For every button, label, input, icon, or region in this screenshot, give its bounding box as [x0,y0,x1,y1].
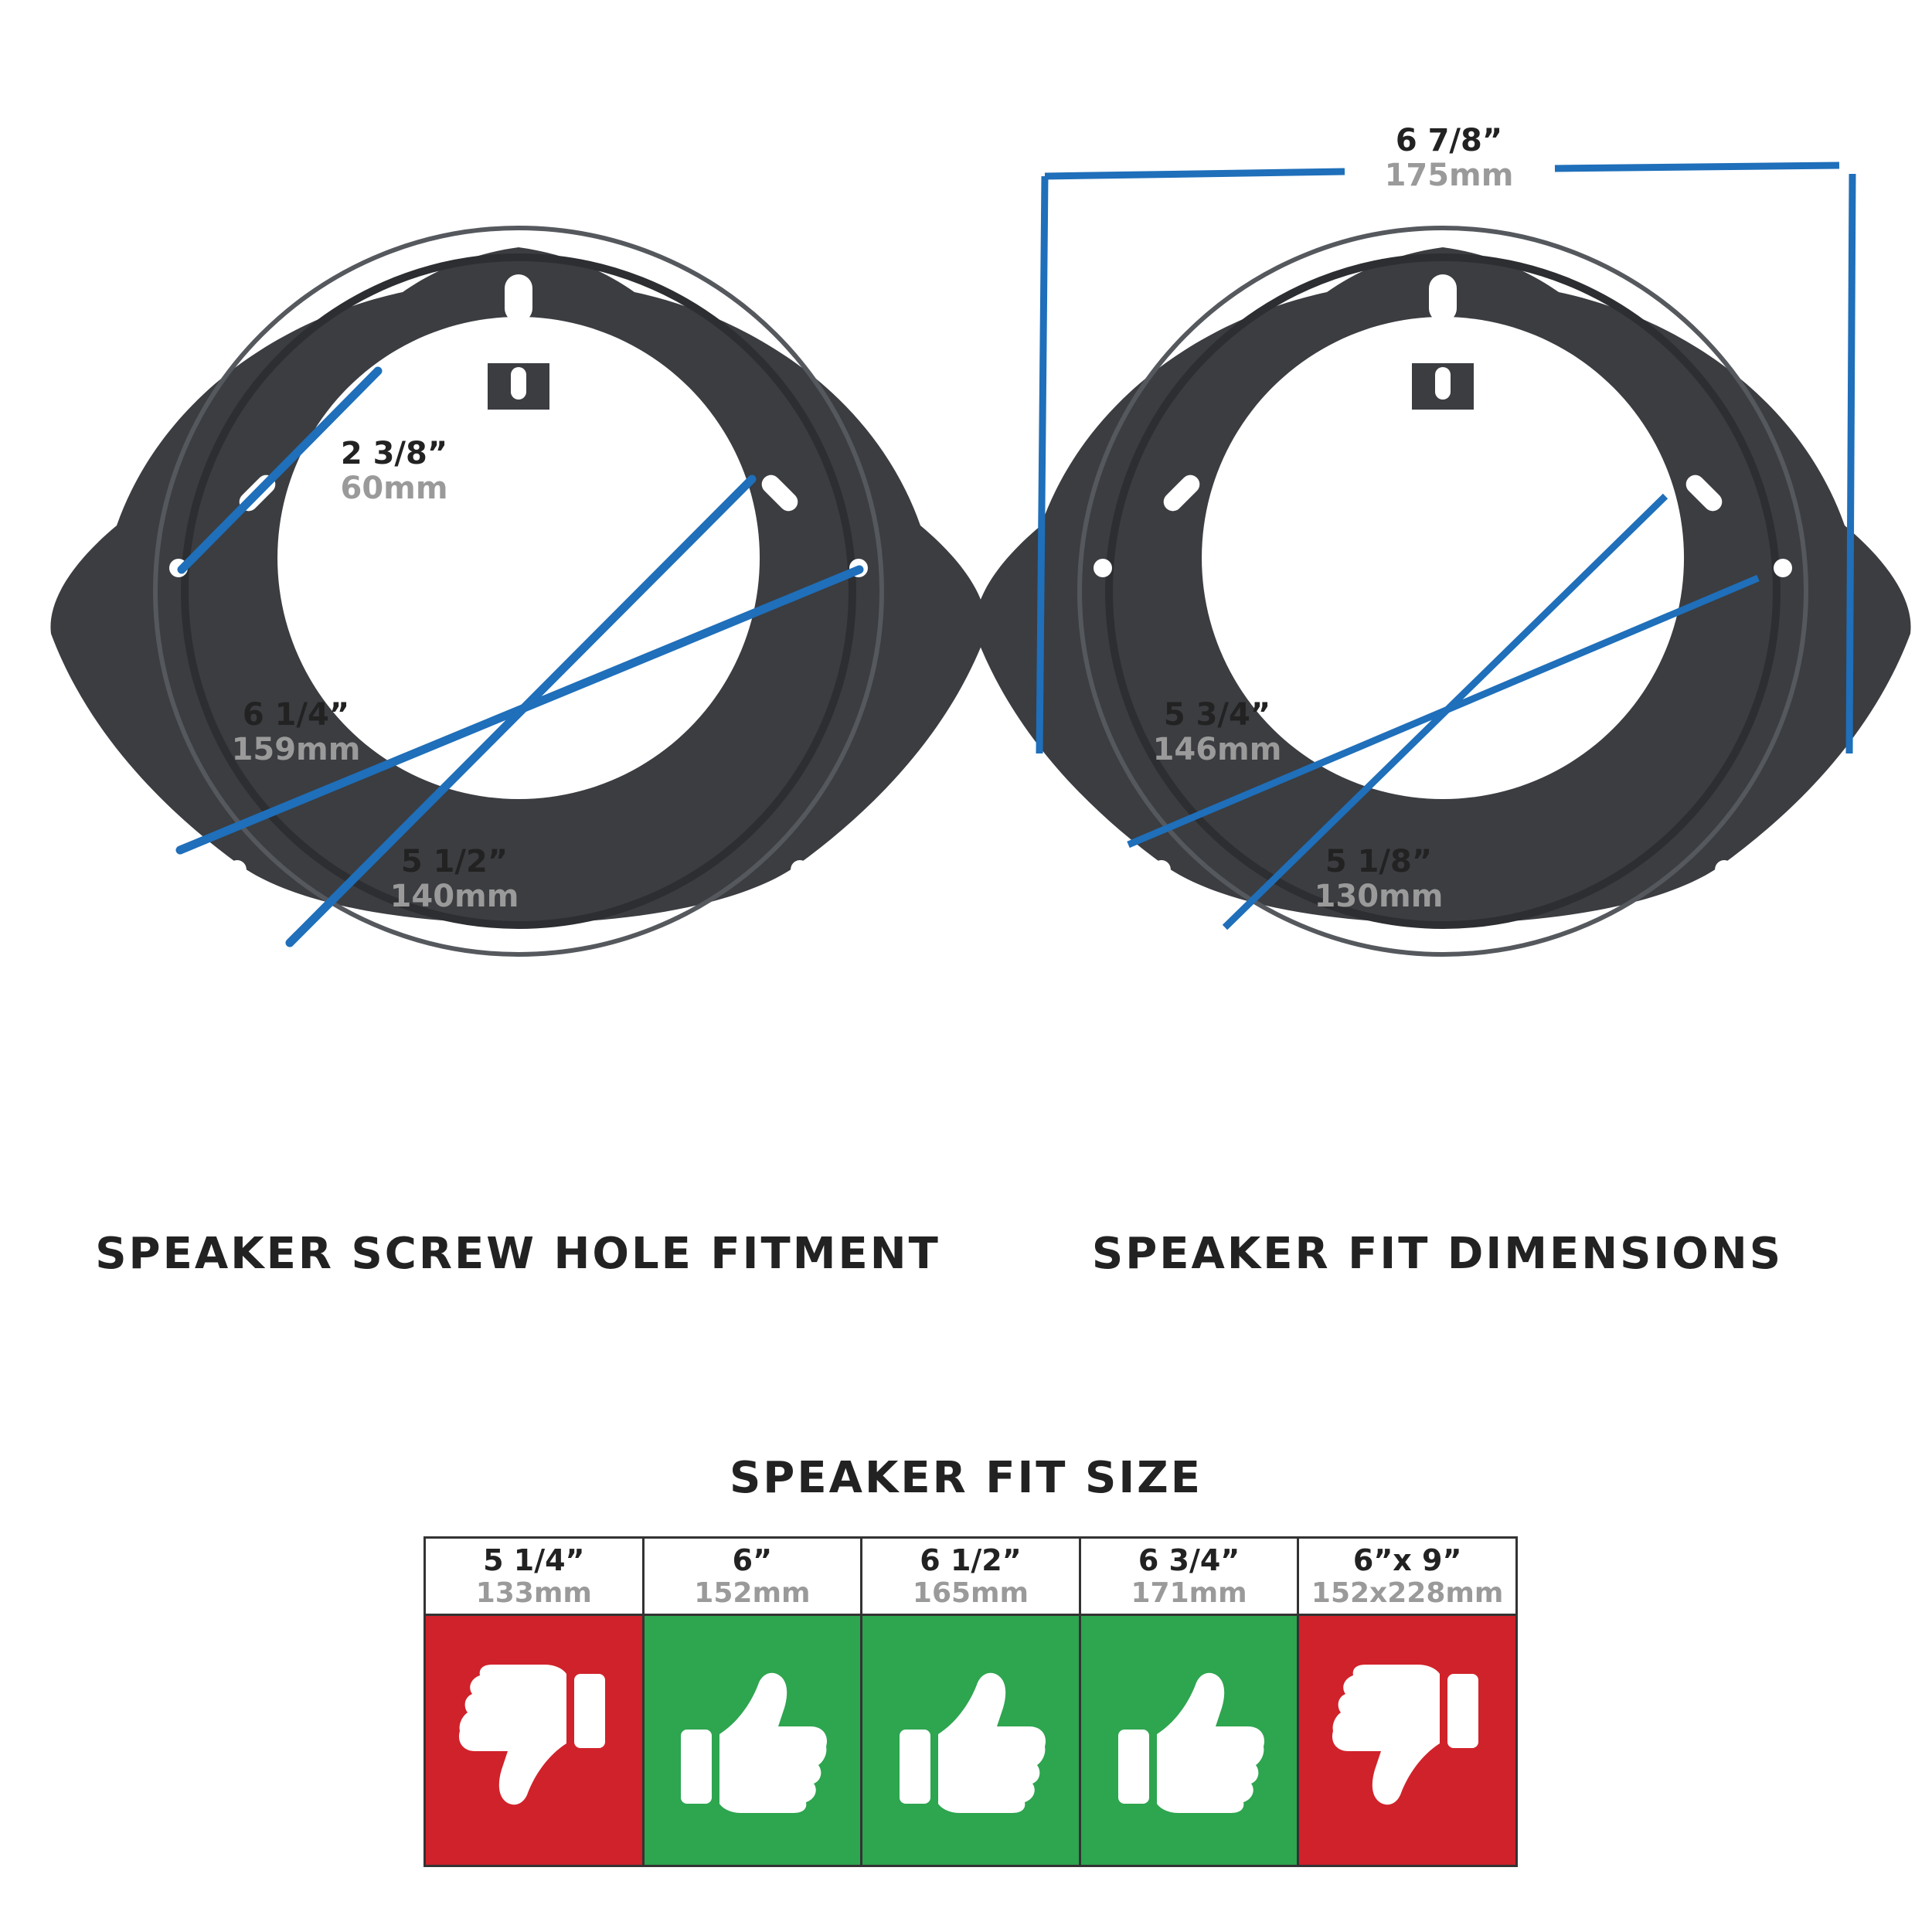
line-width-left-side [1036,175,1049,754]
right-measure-lines [1036,162,1856,930]
measure-inch: 6 1/4” [243,697,349,733]
left-diagram-caption: SPEAKER SCREW HOLE FITMENT [95,1229,940,1279]
fit-status-cell [644,1616,861,1865]
measure-mm: 159mm [232,732,361,767]
line-width-right-top [1554,162,1840,172]
fit-mm: 152mm [694,1577,811,1609]
fit-inch: 6 3/4” [1138,1543,1240,1577]
measure-inch: 6 7/8” [1396,123,1502,158]
fit-status-cell [1299,1616,1515,1865]
fit-header: 6” 152mm [644,1539,861,1616]
fit-mm: 171mm [1131,1577,1247,1609]
fit-mm: 165mm [912,1577,1029,1609]
line-2-3-8 [177,366,383,574]
fit-column: 6” 152mm [644,1539,863,1865]
fit-mm: 133mm [475,1577,592,1609]
fit-column: 6”x 9” 152x228mm [1299,1539,1515,1865]
measure-mm: 140mm [390,879,519,914]
line-5-1-2 [285,474,757,947]
fit-size-table: 5 1/4” 133mm 6” 152mm 6 1/2” 165mm 6 3/4… [423,1536,1518,1867]
fit-status-cell [862,1616,1079,1865]
measure-inch: 5 3/4” [1164,697,1270,733]
right-diagram-caption: SPEAKER FIT DIMENSIONS [1091,1229,1784,1279]
measure-inch: 5 1/8” [1325,844,1432,879]
thumbs-up-icon [893,1662,1048,1819]
measure-inch: 2 3/8” [341,436,447,471]
measure-mm: 130mm [1315,879,1444,914]
fit-inch: 6” [732,1543,773,1577]
measure-inch: 5 1/2” [401,844,508,879]
fit-inch: 6”x 9” [1352,1543,1462,1577]
fit-size-title: SPEAKER FIT SIZE [729,1453,1203,1503]
fit-header: 6”x 9” 152x228mm [1299,1539,1515,1616]
fit-header: 6 1/2” 165mm [862,1539,1079,1616]
fit-mm: 152x228mm [1311,1577,1504,1609]
fit-column: 6 1/2” 165mm [862,1539,1081,1865]
line-width-right-side [1845,173,1856,754]
fit-inch: 6 1/2” [920,1543,1022,1577]
thumbs-up-icon [675,1662,829,1819]
fit-header: 5 1/4” 133mm [426,1539,642,1616]
measure-mm: 175mm [1385,158,1514,193]
left-measure-lines [175,366,864,947]
thumbs-up-icon [1112,1662,1267,1819]
fit-column: 5 1/4” 133mm [426,1539,645,1865]
fit-status-cell [426,1616,642,1865]
line-width-left-top [1044,168,1345,180]
thumbs-down-icon [457,1662,611,1819]
fit-header: 6 3/4” 171mm [1080,1539,1298,1616]
measure-mm: 146mm [1153,732,1282,767]
right-measure-labels: 6 7/8” 175mm 5 3/4” 146mm 5 1/8” 130mm [1153,123,1514,914]
fit-inch: 5 1/4” [483,1543,585,1577]
thumbs-down-icon [1330,1662,1485,1819]
fit-column: 6 3/4” 171mm [1080,1539,1300,1865]
left-measure-labels: 2 3/8” 60mm 6 1/4” 159mm 5 1/2” 140mm [232,436,519,914]
line-5-1-8 [1222,493,1668,930]
fit-status-cell [1080,1616,1298,1865]
measure-mm: 60mm [340,471,447,506]
